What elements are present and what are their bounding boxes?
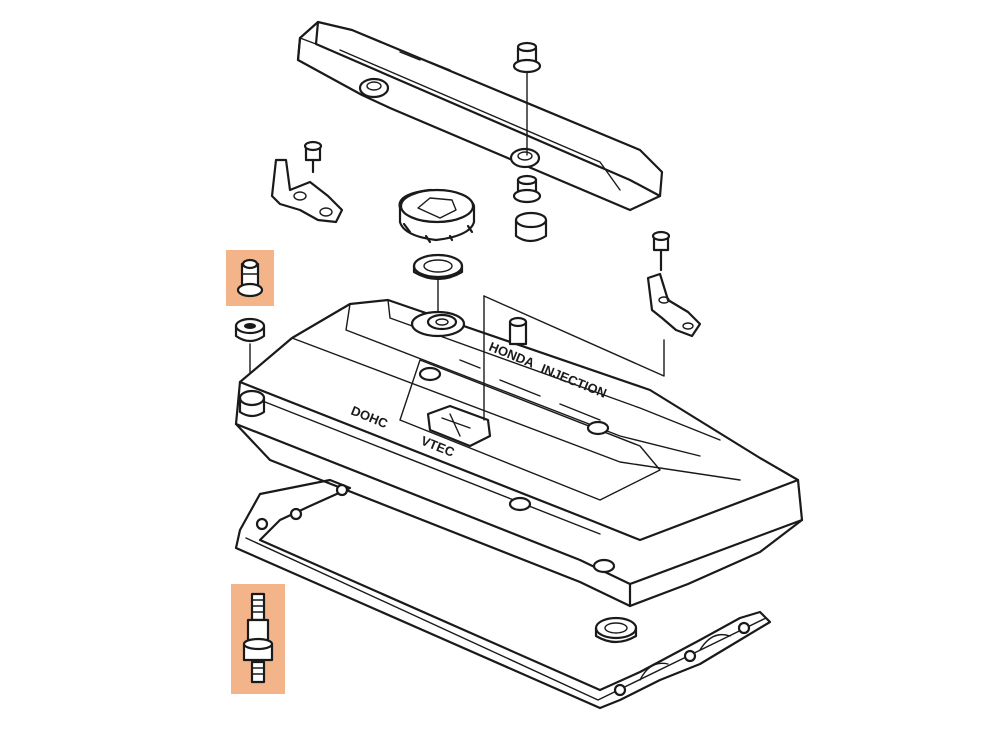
plug-tube-seal-icon [594,616,638,644]
flange-nut-icon [512,41,542,156]
rubber-washer-icon [234,317,266,381]
gasket-icon [234,478,772,710]
coil-cover-icon [296,20,664,212]
cap-seal-icon [412,253,464,317]
bracket-right-icon [646,230,702,338]
bracket-left-icon [270,140,344,224]
flange-nut-lower-icon [512,174,548,243]
oil-filler-cap-icon [398,188,476,244]
valve-cover-icon: DOHC VTEC HONDA INJECTION [234,295,804,608]
stud-bolt-icon [242,592,274,684]
cap-nut-icon [236,258,264,298]
